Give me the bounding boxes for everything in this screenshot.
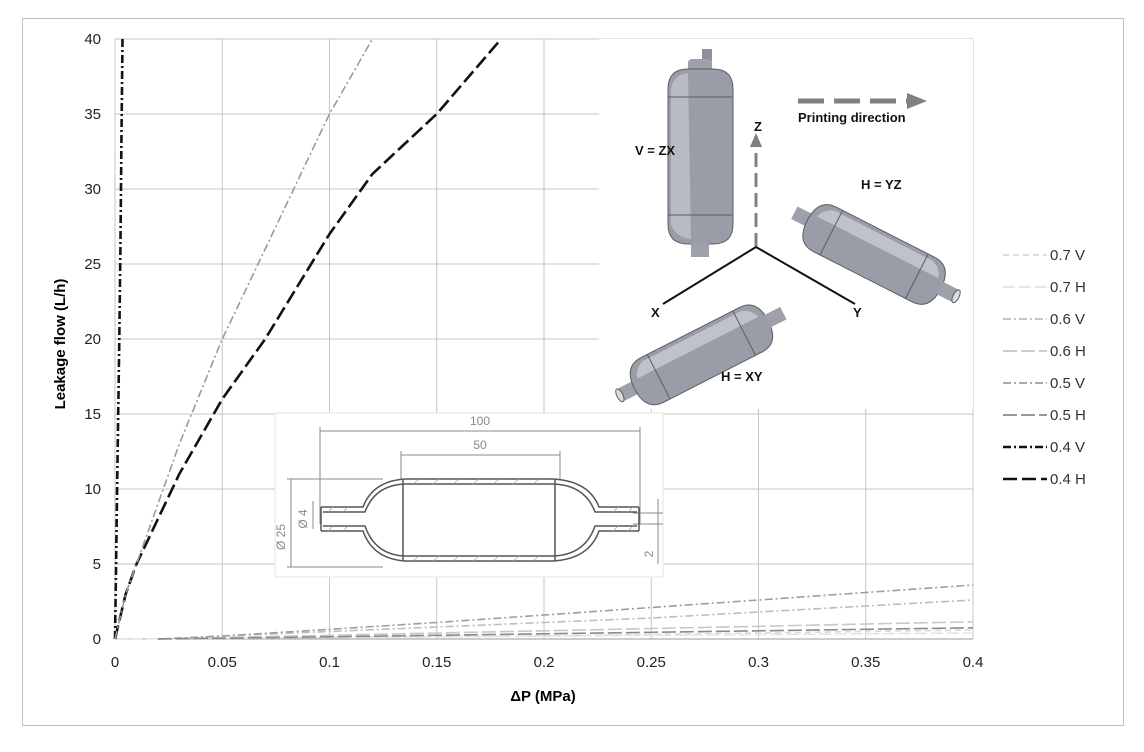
drawing-dimension-lines (287, 427, 663, 568)
series-line-0.5-v (157, 584, 974, 640)
x-axis-title: ΔP (MPa) (510, 688, 576, 705)
label-axis-z: Z (754, 119, 762, 134)
x-tick-label: 0.25 (637, 654, 666, 671)
series-group (113, 38, 974, 640)
x-tick-label: 0.1 (319, 654, 340, 671)
vessel-yz-icon (791, 204, 961, 305)
series-line-0.5-h (157, 627, 974, 640)
label-h-xy: H = XY (721, 369, 763, 384)
axes-triad (662, 133, 856, 305)
dim-diameter-25: Ø 25 (274, 524, 288, 550)
dim-diameter-4: Ø 4 (296, 509, 310, 529)
label-v-zx: V = ZX (635, 143, 675, 158)
series-line-0.7-h (114, 632, 974, 640)
y-tick-label: 25 (84, 256, 101, 273)
label-printing-direction: Printing direction (798, 110, 906, 125)
x-tick-label: 0.05 (208, 654, 237, 671)
inset-3d-orientation: V = ZX Printing direction Z X Y (599, 39, 973, 409)
x-tick-label: 0.35 (851, 654, 880, 671)
y-tick-label: 0 (93, 631, 101, 648)
y-tick-label: 10 (84, 481, 101, 498)
inset-technical-drawing: 100 50 Ø 25 Ø 4 2 (274, 412, 664, 578)
y-axis-title: Leakage flow (L/h) (52, 279, 69, 410)
y-tick-label: 5 (93, 556, 101, 573)
drawing-vessel-outline (320, 478, 640, 562)
dim-50: 50 (473, 438, 487, 452)
y-tick-label: 40 (84, 31, 101, 48)
y-tick-labels: 0 5 10 15 20 25 30 35 40 (84, 31, 101, 648)
printing-direction-arrow (798, 93, 927, 109)
x-tick-label: 0 (111, 654, 119, 671)
series-line-0.6-h (157, 621, 974, 640)
drawing-hatching (327, 478, 634, 562)
y-tick-label: 30 (84, 181, 101, 198)
vessel-xy-icon (615, 304, 787, 406)
dim-2: 2 (642, 550, 656, 557)
label-h-yz: H = YZ (861, 177, 902, 192)
x-tick-label: 0.2 (534, 654, 555, 671)
series-line-0.4-v (113, 38, 124, 640)
series-line-unlabeled-8 (114, 38, 374, 640)
legend-label: 0.5 H (1050, 407, 1086, 424)
y-tick-label: 15 (84, 406, 101, 423)
vessel-vertical-icon (667, 49, 734, 257)
legend-label: 0.7 H (1050, 279, 1086, 296)
legend-label: 0.7 V (1050, 247, 1085, 264)
legend-label: 0.4 H (1050, 471, 1086, 488)
legend: 0.7 V 0.7 H 0.6 V 0.6 H 0.5 V 0.5 H 0.4 V 0.4 H (1003, 247, 1086, 488)
dim-100: 100 (470, 414, 490, 428)
y-tick-label: 35 (84, 106, 101, 123)
x-tick-label: 0.3 (748, 654, 769, 671)
legend-label: 0.4 V (1050, 439, 1085, 456)
legend-label: 0.5 V (1050, 375, 1085, 392)
y-tick-label: 20 (84, 331, 101, 348)
x-tick-labels: 0 0.05 0.1 0.15 0.2 0.25 0.3 0.35 0.4 (111, 654, 984, 671)
legend-label: 0.6 V (1050, 311, 1085, 328)
drawing-background (274, 412, 664, 578)
label-axis-x: X (651, 305, 660, 320)
x-tick-label: 0.4 (963, 654, 984, 671)
x-tick-label: 0.15 (422, 654, 451, 671)
legend-label: 0.6 H (1050, 343, 1086, 360)
label-axis-y: Y (853, 305, 862, 320)
